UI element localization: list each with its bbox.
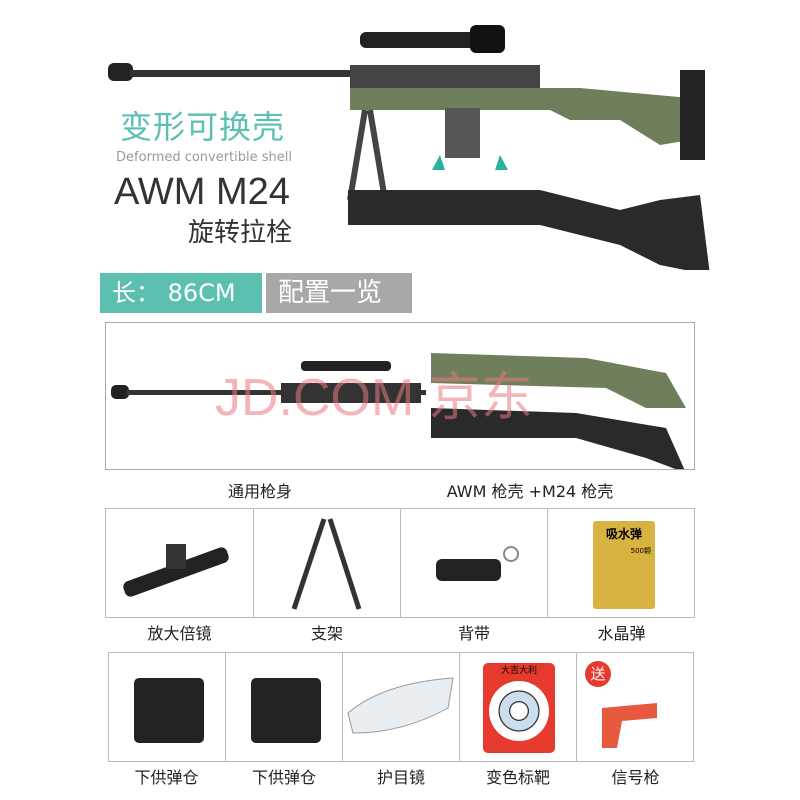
gift-badge: 送 <box>585 661 611 687</box>
strap-cell <box>400 508 548 618</box>
spec-banner: 长： 86CM 配置一览 <box>100 273 412 313</box>
label-strap: 背带 <box>457 624 490 643</box>
rifle-parts-image <box>111 353 686 473</box>
goggles-icon <box>347 677 454 734</box>
pack-count: 500颗 <box>630 547 651 555</box>
pack-text: 吸水弹 <box>605 527 642 541</box>
target-cell: 大吉大利 <box>459 652 577 762</box>
label-bipod: 支架 <box>310 624 343 643</box>
config-label: 配置一览 <box>266 273 412 313</box>
label-magazine-2: 下供弹仓 <box>251 768 316 787</box>
label-flare-gun: 信号枪 <box>611 768 660 787</box>
label-goggles: 护目镜 <box>376 768 425 787</box>
caption-body: 通用枪身 <box>227 482 292 501</box>
title-en: Deformed convertible shell <box>116 150 293 165</box>
flare-gun-icon <box>602 703 657 748</box>
subtitle: 旋转拉栓 <box>188 218 293 248</box>
magazine-cell-2 <box>225 652 343 762</box>
caption-shells: AWM 枪壳 +M24 枪壳 <box>446 482 614 501</box>
label-magazine-1: 下供弹仓 <box>134 768 199 787</box>
magazine-icon <box>251 678 321 743</box>
gel-ball-cell: 吸水弹 500颗 <box>547 508 695 618</box>
length-label: 长： 86CM <box>100 273 262 313</box>
bipod-icon <box>291 518 362 610</box>
target-icon: 大吉大利 <box>483 663 555 753</box>
target-text: 大吉大利 <box>500 666 537 676</box>
label-target: 变色标靶 <box>485 768 550 787</box>
flare-gun-cell: 送 <box>576 652 694 762</box>
bipod-cell <box>253 508 401 618</box>
watermark: JD.COM 京东 <box>215 369 533 427</box>
magazine-icon <box>134 678 204 743</box>
title-cn: 变形可换壳 <box>120 108 286 146</box>
goggles-cell <box>342 652 460 762</box>
model-title: AWM M24 <box>114 171 290 213</box>
gel-ball-pack-icon: 吸水弹 500颗 <box>593 521 655 609</box>
rifle-hero-image <box>108 25 710 270</box>
magazine-cell-1 <box>108 652 226 762</box>
strap-icon <box>436 546 519 581</box>
label-gel-ball: 水晶弹 <box>597 624 646 643</box>
overview-box <box>105 322 695 473</box>
scope-icon <box>123 544 229 597</box>
scope-cell <box>105 508 254 618</box>
label-scope: 放大倍镜 <box>147 624 212 643</box>
